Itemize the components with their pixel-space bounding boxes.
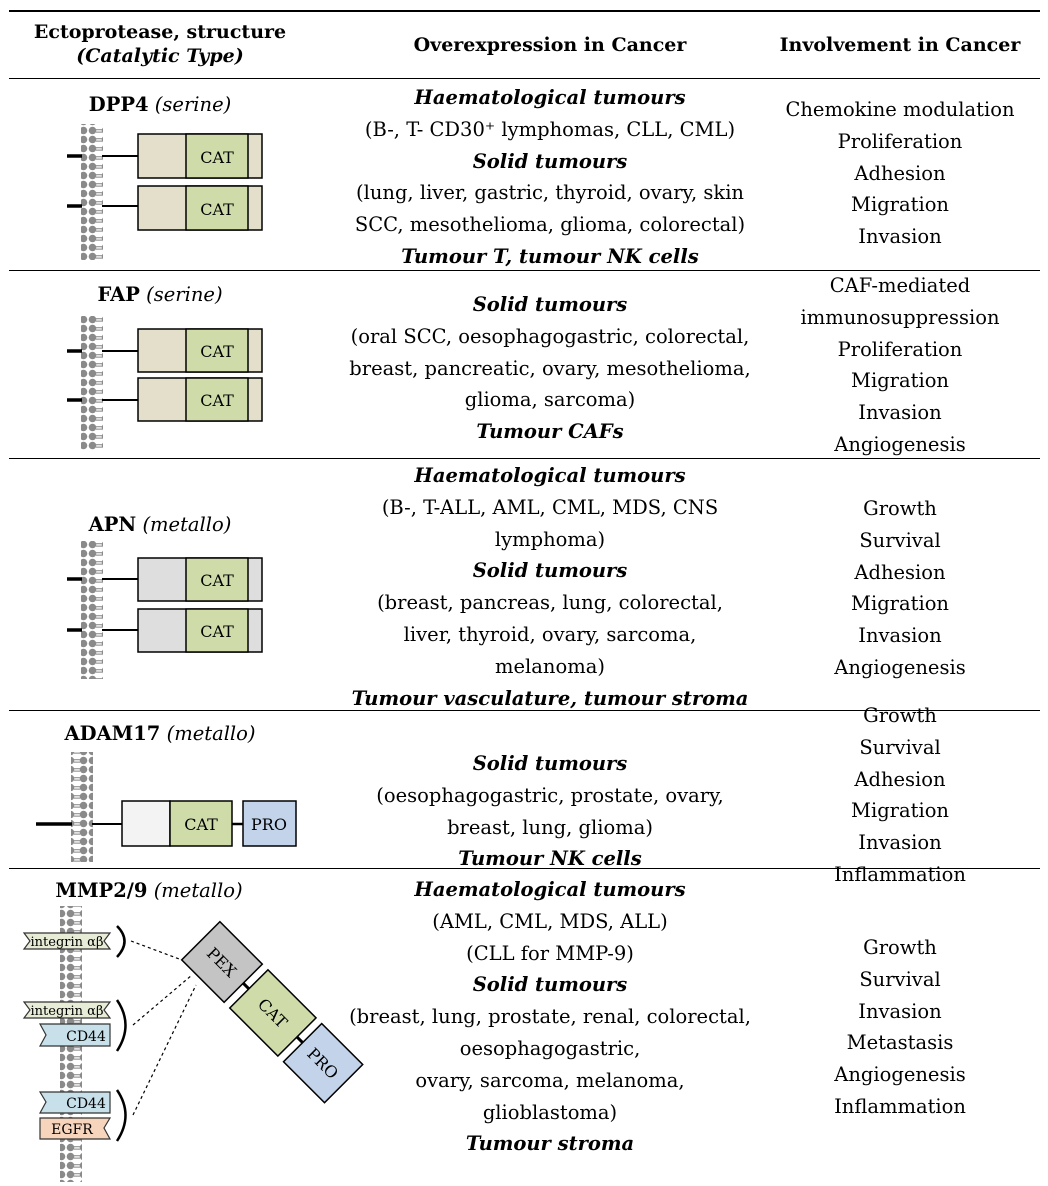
- apn-cat-label-top: CAT: [200, 571, 234, 590]
- mmp-integrin-receptor-1: integrin αβ: [22, 925, 126, 958]
- dpp4-domain-top: CAT: [67, 133, 263, 179]
- header-col-overexpression: Overexpression in Cancer: [413, 34, 687, 56]
- dpp4-cat-label-bottom: CAT: [200, 200, 234, 219]
- fap-overexpression: Solid tumours (oral SCC, oesophagogastri…: [349, 293, 751, 444]
- integrin-label-2: integrin αβ: [31, 1004, 104, 1019]
- enzyme-name-apn: APN (metallo): [88, 513, 232, 536]
- mmp-cd44-egfr-receptor: CD44 EGFR: [38, 1089, 127, 1142]
- apn-domain-bottom: CAT: [67, 608, 263, 653]
- cd44-label-1: CD44: [66, 1029, 106, 1045]
- row-divider-1: [9, 270, 1040, 271]
- fap-cat-label-bottom: CAT: [200, 391, 234, 410]
- dpp4-involvement: Chemokine modulation Proliferation Adhes…: [785, 98, 1015, 249]
- mmp-integrin-receptor-2: integrin αβ CD44: [22, 999, 127, 1052]
- adam17-pro-label: PRO: [251, 815, 287, 834]
- enzyme-name-dpp4: DPP4 (serine): [88, 93, 232, 116]
- fap-domain-top: CAT: [67, 328, 263, 373]
- dpp4-domain-bottom: CAT: [67, 185, 263, 231]
- adam17-membrane-icon: [71, 752, 93, 862]
- adam17-cat-label: CAT: [184, 815, 218, 834]
- apn-membrane-icon: [81, 541, 103, 679]
- header-bottom-rule: [9, 78, 1040, 79]
- table-top-rule: [9, 10, 1040, 12]
- fap-domain-bottom: CAT: [67, 377, 263, 422]
- apn-involvement: Growth Survival Adhesion Migration Invas…: [834, 497, 966, 679]
- adam17-overexpression: Solid tumours (oesophagogastric, prostat…: [376, 752, 724, 871]
- header-col-involvement: Involvement in Cancer: [779, 34, 1021, 56]
- enzyme-name-mmp2-9: MMP2/9 (metallo): [55, 879, 243, 902]
- apn-overexpression: Haematological tumours (B-, T-ALL, AML, …: [351, 464, 749, 710]
- row-divider-3: [9, 710, 1040, 711]
- adam17-involvement: Growth Survival Adhesion Migration Invas…: [834, 704, 966, 886]
- mmp-involvement: Growth Survival Invasion Metastasis Angi…: [834, 936, 966, 1118]
- row-divider-2: [9, 458, 1040, 459]
- fap-membrane-icon: [81, 316, 103, 450]
- mmp-pro-domain: [282, 1022, 364, 1104]
- mmp-protein-chain: PEX CAT PRO: [180, 920, 364, 1104]
- enzyme-name-adam17: ADAM17 (metallo): [64, 722, 256, 745]
- integrin-label-1: integrin αβ: [31, 935, 104, 950]
- egfr-label: EGFR: [51, 1122, 93, 1138]
- mmp-overexpression: Haematological tumours (AML, CML, MDS, A…: [349, 878, 751, 1156]
- enzyme-name-fap: FAP (serine): [97, 283, 223, 306]
- header-col-ectoprotease: Ectoprotease, structure (Catalytic Type): [33, 21, 287, 67]
- apn-domain-top: CAT: [67, 557, 263, 602]
- dpp4-overexpression: Haematological tumours (B-, T- CD30⁺ lym…: [354, 86, 746, 268]
- dpp4-cat-label-top: CAT: [200, 148, 234, 167]
- apn-cat-label-bottom: CAT: [200, 622, 234, 641]
- dpp4-membrane-icon: [81, 124, 103, 260]
- fap-involvement: CAF-mediated immunosuppression Prolifera…: [800, 274, 1000, 456]
- fap-cat-label-top: CAT: [200, 342, 234, 361]
- mmp-binding-connectors: [130, 940, 197, 1116]
- cd44-label-2: CD44: [66, 1096, 106, 1112]
- adam17-domain: CAT PRO: [36, 800, 297, 847]
- row-divider-4: [9, 868, 1040, 869]
